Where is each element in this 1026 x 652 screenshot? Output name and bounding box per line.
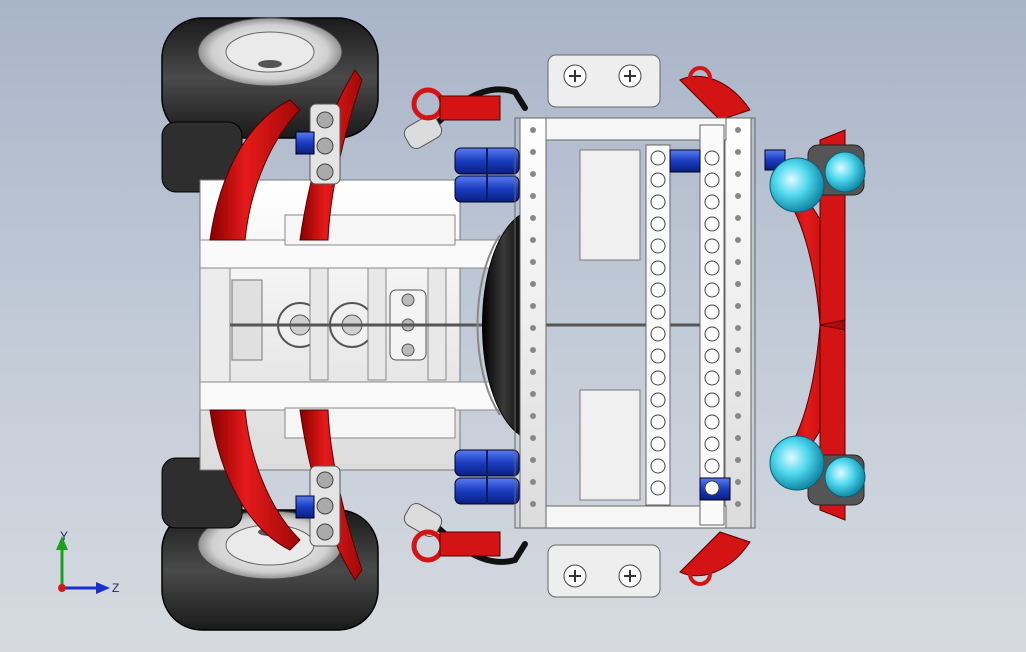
liftarm-hole bbox=[704, 238, 720, 254]
liftarm-hole bbox=[704, 150, 720, 166]
beam-pin bbox=[530, 149, 536, 155]
beam-pin bbox=[735, 149, 741, 155]
liftarm-hole bbox=[650, 414, 666, 430]
beam-pin bbox=[735, 391, 741, 397]
beam-pin bbox=[735, 413, 741, 419]
liftarm-hole bbox=[650, 304, 666, 320]
beam-pin bbox=[735, 303, 741, 309]
beam-pin bbox=[530, 259, 536, 265]
beam-pin bbox=[530, 413, 536, 419]
beam-pin bbox=[530, 171, 536, 177]
liftarm-hole bbox=[650, 172, 666, 188]
liftarm-holes bbox=[530, 127, 741, 507]
liftarm-hole bbox=[650, 326, 666, 342]
beam-pin bbox=[735, 347, 741, 353]
beam-pin bbox=[735, 281, 741, 287]
liftarm-hole bbox=[704, 458, 720, 474]
beam-pin bbox=[735, 215, 741, 221]
liftarm-hole bbox=[650, 238, 666, 254]
liftarm-hole bbox=[704, 304, 720, 320]
liftarm-hole bbox=[704, 436, 720, 452]
liftarm-hole bbox=[650, 282, 666, 298]
beam-pin bbox=[530, 501, 536, 507]
beam-pin bbox=[735, 479, 741, 485]
beam-pin bbox=[735, 457, 741, 463]
beam-pin bbox=[530, 457, 536, 463]
liftarm-hole bbox=[704, 172, 720, 188]
beam-pin bbox=[735, 435, 741, 441]
liftarm-hole bbox=[650, 436, 666, 452]
beam-pin bbox=[735, 325, 741, 331]
beam-pin bbox=[530, 347, 536, 353]
liftarm-hole bbox=[704, 348, 720, 364]
beam-pin bbox=[530, 127, 536, 133]
beam-pin bbox=[530, 237, 536, 243]
liftarm-hole bbox=[650, 458, 666, 474]
coordinate-triad: Y Z bbox=[56, 530, 119, 595]
beam-pin bbox=[530, 435, 536, 441]
liftarm-hole bbox=[650, 370, 666, 386]
liftarm-hole bbox=[704, 282, 720, 298]
liftarm-hole bbox=[704, 414, 720, 430]
beam-pin bbox=[735, 237, 741, 243]
beam-pin bbox=[530, 281, 536, 287]
front-frame bbox=[514, 117, 786, 529]
beam-pin bbox=[735, 259, 741, 265]
beam-pin bbox=[530, 303, 536, 309]
beam-pin bbox=[735, 501, 741, 507]
beam-pin bbox=[530, 325, 536, 331]
beam-pin bbox=[735, 127, 741, 133]
rear-pegs bbox=[295, 103, 341, 547]
liftarm-hole bbox=[704, 194, 720, 210]
rear-wheel-top bbox=[161, 17, 379, 193]
liftarm-hole bbox=[650, 194, 666, 210]
beam-pin bbox=[735, 193, 741, 199]
gear-assembly bbox=[230, 267, 700, 381]
beam-pin bbox=[530, 479, 536, 485]
y-axis-label: Y bbox=[60, 530, 68, 543]
liftarm-hole bbox=[704, 480, 720, 496]
beam-pin bbox=[530, 215, 536, 221]
y-axis-arrowhead bbox=[56, 536, 68, 550]
red-brackets-mid bbox=[411, 66, 751, 586]
liftarm-hole bbox=[650, 348, 666, 364]
liftarm-hole bbox=[704, 392, 720, 408]
headlight-top bbox=[769, 151, 866, 213]
headlight-bottom bbox=[769, 435, 866, 498]
liftarm-hole bbox=[650, 392, 666, 408]
origin-dot bbox=[58, 584, 66, 592]
beam-pin bbox=[530, 369, 536, 375]
liftarm-hole bbox=[704, 326, 720, 342]
liftarm-hole bbox=[704, 370, 720, 386]
z-axis-arrowhead bbox=[96, 582, 110, 594]
liftarm-hole bbox=[650, 150, 666, 166]
beam-pin bbox=[735, 369, 741, 375]
liftarm-hole bbox=[704, 260, 720, 276]
beam-pin bbox=[735, 171, 741, 177]
beam-pin bbox=[530, 391, 536, 397]
liftarm-hole bbox=[650, 480, 666, 496]
z-axis-label: Z bbox=[112, 581, 119, 595]
blue-pistons bbox=[454, 147, 520, 505]
front-plates bbox=[547, 54, 661, 598]
liftarm-hole bbox=[650, 260, 666, 276]
liftarm-hole bbox=[650, 216, 666, 232]
beam-pin bbox=[530, 193, 536, 199]
liftarm-hole bbox=[704, 216, 720, 232]
